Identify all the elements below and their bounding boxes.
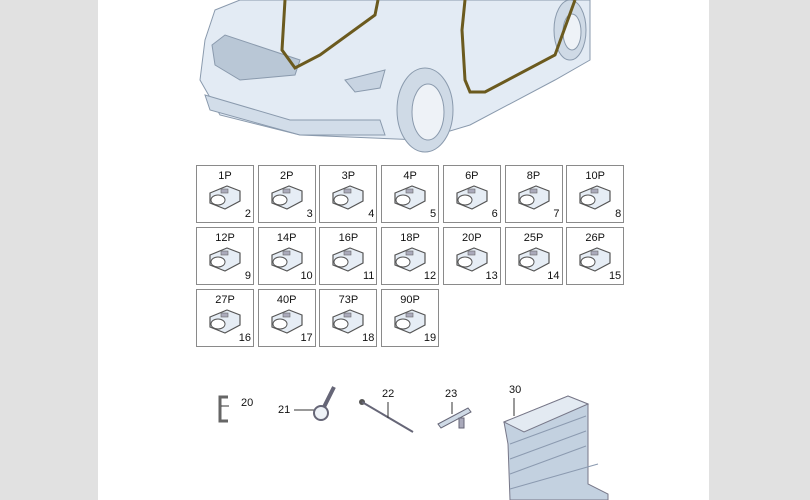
connector-housing-icon xyxy=(209,185,241,210)
connector-housing-icon xyxy=(209,309,241,334)
connector-housing-icon xyxy=(332,247,364,272)
item-number: 19 xyxy=(423,332,437,344)
clip-icon xyxy=(437,402,472,429)
connector-housing-icon xyxy=(517,247,550,272)
pin-count-label: 25P xyxy=(523,232,544,244)
pin-count-label: 26P xyxy=(585,232,605,244)
item-number: 5 xyxy=(429,208,437,220)
wire-pin-icon xyxy=(359,399,414,433)
connector-housing-icon xyxy=(271,247,303,272)
ring-terminal-icon xyxy=(294,386,336,421)
connector-cell: 25P 14 xyxy=(504,227,563,285)
connector-housing-icon xyxy=(394,247,426,272)
connector-housing-icon xyxy=(394,309,426,334)
callout-20: 20 xyxy=(241,397,254,409)
connector-housing-icon xyxy=(332,309,364,334)
connector-housing-icon xyxy=(579,185,611,210)
item-number: 10 xyxy=(300,270,313,282)
item-number: 8 xyxy=(615,208,622,220)
pin-count-label: 27P xyxy=(215,294,235,306)
item-number: 2 xyxy=(244,208,251,220)
bracket-icon xyxy=(218,395,229,423)
item-number: 3 xyxy=(306,208,313,220)
fuse-box-icon xyxy=(502,395,609,500)
connector-cell: 2P 3 xyxy=(257,165,316,223)
connector-cell: 26P 15 xyxy=(566,227,625,285)
pin-count-label: 20P xyxy=(462,232,482,244)
item-number: 12 xyxy=(423,270,437,282)
item-number: 9 xyxy=(244,270,251,282)
connector-cell: 1P 2 xyxy=(196,165,254,223)
connector-housing-icon xyxy=(456,185,488,210)
vehicle-illustration xyxy=(199,0,591,153)
item-number: 17 xyxy=(300,332,313,344)
connector-cell: 16P 11 xyxy=(319,227,378,285)
pin-count-label: 18P xyxy=(400,232,420,244)
pin-count-label: 40P xyxy=(276,294,297,306)
connector-cell: 6P 6 xyxy=(442,165,501,223)
item-number: 16 xyxy=(238,332,251,344)
item-number: 11 xyxy=(362,270,375,282)
item-number: 13 xyxy=(485,270,498,282)
connector-housing-icon xyxy=(579,247,611,272)
part-20-bracket: 20 xyxy=(216,395,253,428)
connector-cell: 90P 19 xyxy=(381,289,440,347)
connector-cell: 10P 8 xyxy=(566,165,625,223)
connector-cell: 4P 5 xyxy=(381,165,440,223)
item-number: 15 xyxy=(608,270,622,282)
callout-21: 21 xyxy=(278,404,291,416)
pin-count-label: 12P xyxy=(215,232,235,244)
connector-cell: 20P 13 xyxy=(442,227,501,285)
pin-count-label: 10P xyxy=(585,170,605,182)
connector-housing-icon xyxy=(517,185,550,210)
connector-cell: 14P 10 xyxy=(257,227,316,285)
item-number: 18 xyxy=(362,332,375,344)
pin-count-label: 8P xyxy=(526,170,541,182)
connector-housing-icon xyxy=(456,247,488,272)
connector-housing-icon xyxy=(209,247,241,272)
pin-count-label: 4P xyxy=(403,170,417,182)
connector-cell: 40P 17 xyxy=(257,289,316,347)
callout-22: 22 xyxy=(382,388,395,400)
item-number: 6 xyxy=(491,208,498,220)
connector-cell: 18P 12 xyxy=(381,227,440,285)
part-30-fuse-box: 30 xyxy=(498,384,628,500)
pin-count-label: 90P xyxy=(400,294,420,306)
pin-count-label: 3P xyxy=(341,170,356,182)
item-number: 4 xyxy=(368,208,375,220)
connector-cell: 12P 9 xyxy=(196,227,254,285)
callout-30: 30 xyxy=(509,384,522,396)
pin-count-label: 14P xyxy=(276,232,297,244)
pin-count-label: 1P xyxy=(218,170,232,182)
connector-housing-icon xyxy=(332,185,364,210)
pin-count-label: 6P xyxy=(465,170,479,182)
connector-cell: 73P 18 xyxy=(319,289,378,347)
pin-count-label: 73P xyxy=(338,294,359,306)
connector-housing-icon xyxy=(271,309,303,334)
connector-housing-icon xyxy=(394,185,426,210)
pin-count-label: 16P xyxy=(338,232,359,244)
connector-cell: 3P 4 xyxy=(319,165,378,223)
connector-housing-icon xyxy=(271,185,303,210)
item-number: 14 xyxy=(547,270,560,282)
connector-cell: 27P 16 xyxy=(196,289,254,347)
connector-cell: 8P 7 xyxy=(504,165,563,223)
callout-23: 23 xyxy=(445,388,458,400)
item-number: 7 xyxy=(553,208,560,220)
pin-count-label: 2P xyxy=(279,170,294,182)
